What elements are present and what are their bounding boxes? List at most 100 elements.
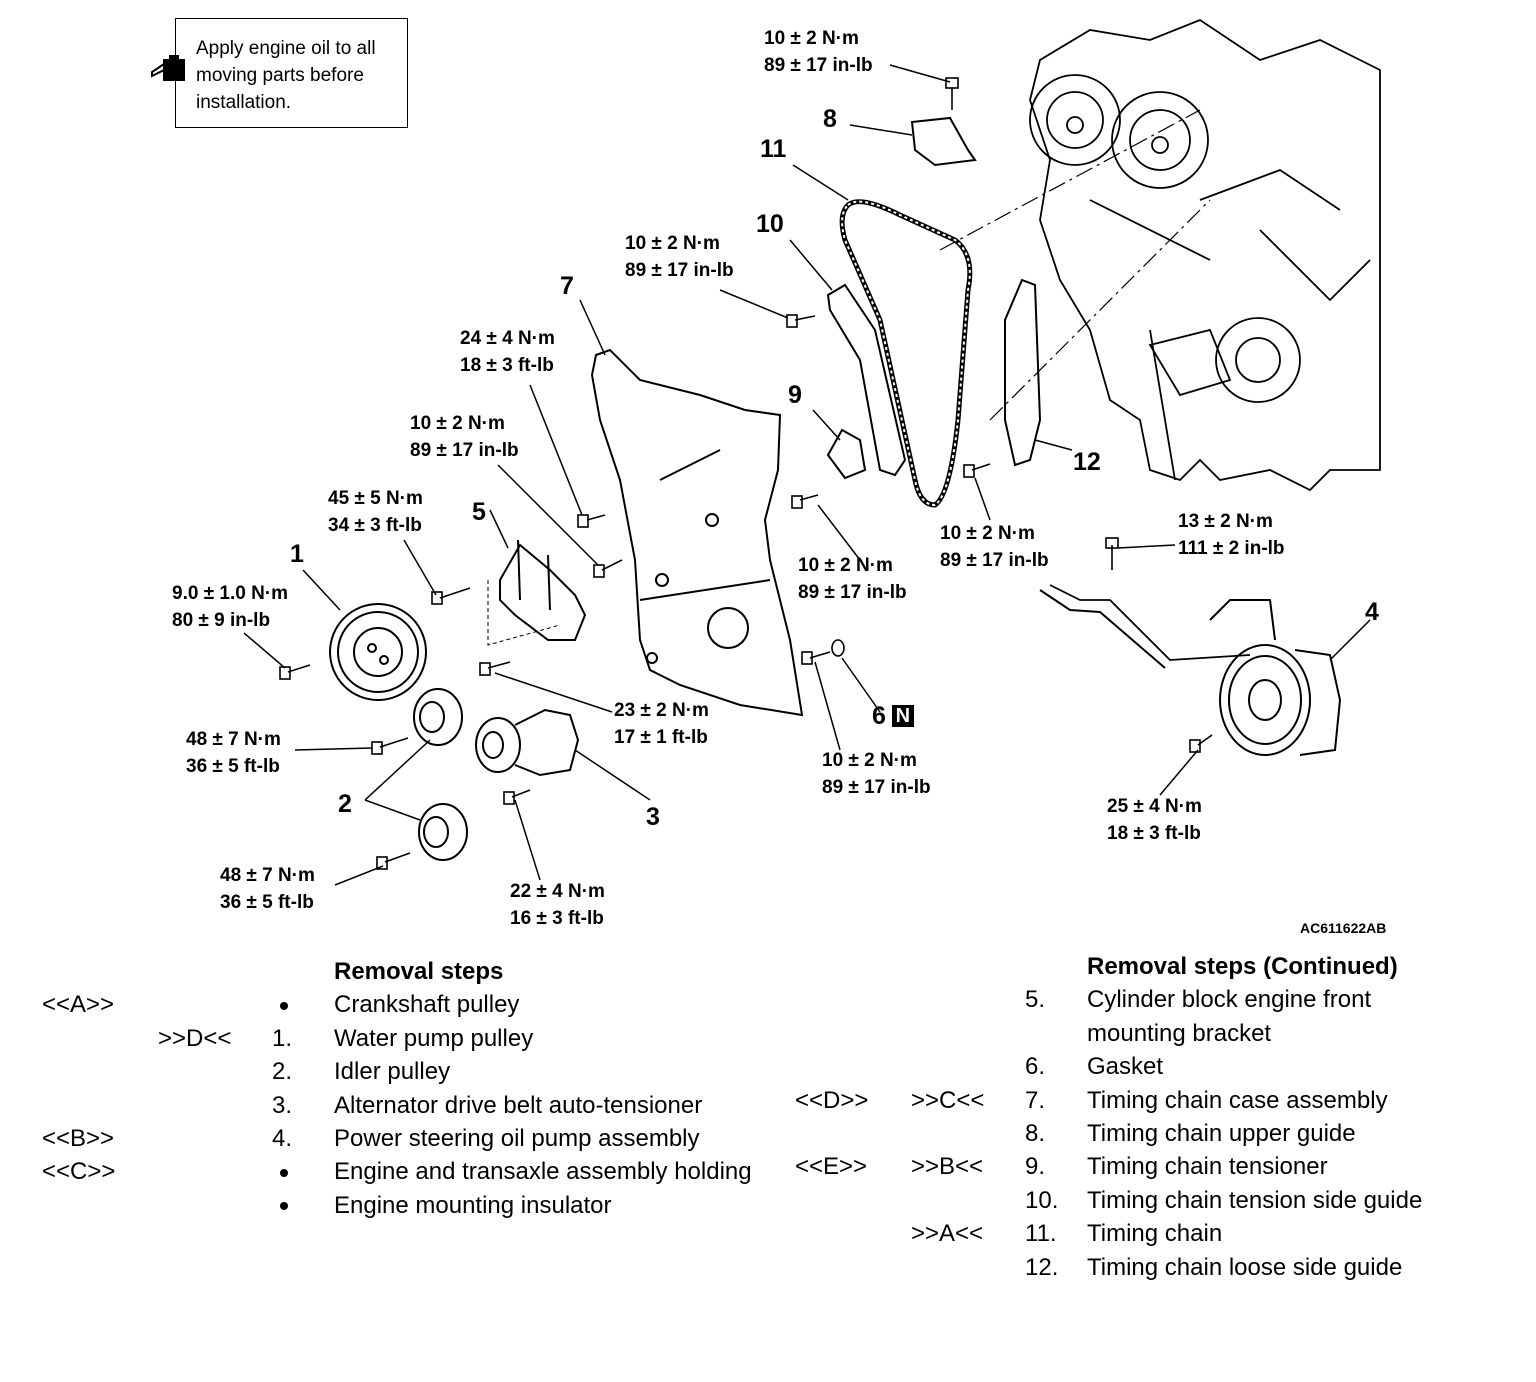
torque-metric-value: 25 ± 4 N·m bbox=[1107, 796, 1202, 817]
step-number: 4. bbox=[272, 1125, 293, 1152]
torque-imperial-value: 89 ± 17 in-lb bbox=[410, 440, 519, 461]
idler-pulley-lower bbox=[418, 803, 468, 861]
torque-imperial-value: 17 ± 1 ft-lb bbox=[614, 727, 708, 748]
torque-imperial-value: 89 ± 17 in-lb bbox=[625, 260, 734, 281]
part-number-1: 1 bbox=[290, 540, 304, 568]
step-ref-code: <<D>> bbox=[795, 1086, 869, 1114]
step-ref-code: <<B>> bbox=[42, 1125, 115, 1152]
torque-imperial-value: 36 ± 5 ft-lb bbox=[186, 756, 280, 777]
chain-tensioner bbox=[826, 428, 867, 480]
step-ref-code: <<C>> bbox=[42, 1158, 116, 1186]
step-number: 9. bbox=[1025, 1153, 1046, 1181]
bullet-icon bbox=[280, 1202, 288, 1211]
torque-bracket-lower-bolt: 23 ± 2 N·m 17 ± 1 ft-lb bbox=[614, 697, 709, 751]
torque-imperial-value: 89 ± 17 in-lb bbox=[764, 55, 873, 76]
step-number: 2. bbox=[272, 1058, 293, 1086]
removal-steps-left: Removal steps <<A>> Crankshaft pulley >>D<… bbox=[42, 955, 782, 1255]
torque-metric-value: 10 ± 2 N·m bbox=[798, 555, 893, 576]
step-ref-code: <<A>> bbox=[42, 991, 115, 1019]
torque-imperial-value: 18 ± 3 ft-lb bbox=[460, 355, 554, 376]
torque-imperial-value: 18 ± 3 ft-lb bbox=[1107, 823, 1201, 844]
torque-metric-value: 9.0 ± 1.0 N·m bbox=[172, 583, 289, 604]
part-number-8: 8 bbox=[823, 105, 837, 133]
torque-imperial-value: 36 ± 5 ft-lb bbox=[220, 892, 314, 913]
torque-metric-value: 48 ± 7 N·m bbox=[186, 729, 281, 750]
step-text: Gasket bbox=[1087, 1053, 1164, 1081]
bullet-icon bbox=[280, 1002, 288, 1011]
part-number-2: 2 bbox=[338, 790, 352, 818]
torque-idler-upper-bolt: 48 ± 7 N·m 36 ± 5 ft-lb bbox=[186, 726, 281, 780]
step-number: 8. bbox=[1025, 1120, 1046, 1147]
step-text: Alternator drive belt auto-tensioner bbox=[334, 1091, 703, 1119]
step-number: 3. bbox=[272, 1091, 293, 1119]
step-number: 12. bbox=[1025, 1253, 1059, 1281]
step-number: 1. bbox=[272, 1024, 293, 1052]
loose-side-guide bbox=[1004, 278, 1042, 467]
step-number: 7. bbox=[1025, 1086, 1046, 1114]
step-text: Water pump pulley bbox=[334, 1024, 534, 1052]
torque-auto-tensioner-bolt: 22 ± 4 N·m 16 ± 3 ft-lb bbox=[510, 878, 605, 932]
auto-tensioner bbox=[475, 708, 580, 777]
engine-block bbox=[1029, 18, 1381, 492]
exploded-view-drawing bbox=[151, 18, 1381, 886]
part-number-7: 7 bbox=[560, 272, 574, 300]
torque-metric-value: 13 ± 2 N·m bbox=[1178, 511, 1273, 532]
step-text: Engine mounting insulator bbox=[334, 1191, 612, 1219]
oil-note-text: Apply engine oil to all moving parts bef… bbox=[196, 38, 376, 113]
oil-note-box: Apply engine oil to all moving parts bef… bbox=[175, 18, 408, 128]
step-text: Idler pulley bbox=[334, 1058, 451, 1086]
part-number-4: 4 bbox=[1365, 598, 1379, 626]
step-number: 5. bbox=[1025, 986, 1046, 1014]
part-number-9: 9 bbox=[788, 381, 802, 409]
torque-metric-value: 45 ± 5 N·m bbox=[328, 488, 423, 509]
torque-metric-value: 22 ± 4 N·m bbox=[510, 881, 605, 902]
step-bullet bbox=[280, 1155, 288, 1188]
removal-steps-right: Removal steps (Continued) 5.Cylinder blo… bbox=[795, 950, 1495, 1290]
figure-code: AC611622AB bbox=[1300, 920, 1387, 936]
torque-metric-value: 48 ± 7 N·m bbox=[220, 865, 315, 886]
torque-case-bolt: 10 ± 2 N·m 89 ± 17 in-lb bbox=[410, 410, 519, 464]
step-text: Timing chain loose side guide bbox=[1087, 1253, 1403, 1281]
timing-chain-case bbox=[590, 348, 804, 717]
step-install-code: >>D<< bbox=[158, 1024, 232, 1052]
mounting-bracket bbox=[499, 543, 587, 641]
idler-pulley-upper bbox=[413, 688, 463, 746]
torque-case-upper-bolt: 24 ± 4 N·m 18 ± 3 ft-lb bbox=[460, 325, 555, 379]
step-bullet bbox=[280, 988, 288, 1021]
leader-lines bbox=[243, 64, 1371, 886]
power-steering-pump bbox=[1039, 584, 1342, 756]
part-number-3: 3 bbox=[646, 803, 660, 831]
step-number: 6. bbox=[1025, 1053, 1046, 1081]
step-text: Timing chain tension side guide bbox=[1087, 1186, 1423, 1214]
bolts bbox=[279, 77, 1213, 870]
step-install-code: >>B<< bbox=[911, 1153, 984, 1181]
part-number-11: 11 bbox=[760, 135, 787, 163]
removal-steps-heading: Removal steps bbox=[334, 958, 504, 985]
part-number-6-label: 6 bbox=[872, 702, 886, 730]
torque-metric-value: 23 ± 2 N·m bbox=[614, 700, 709, 721]
step-number: 11. bbox=[1025, 1220, 1057, 1248]
torque-metric-value: 10 ± 2 N·m bbox=[822, 750, 917, 771]
torque-imperial-value: 89 ± 17 in-lb bbox=[822, 777, 931, 798]
timing-chain bbox=[839, 199, 973, 508]
step-install-code: >>A<< bbox=[911, 1220, 984, 1248]
torque-metric-value: 24 ± 4 N·m bbox=[460, 328, 555, 349]
torque-imperial-value: 16 ± 3 ft-lb bbox=[510, 908, 604, 929]
step-text: Crankshaft pulley bbox=[334, 991, 520, 1019]
tension-side-guide bbox=[826, 283, 907, 477]
torque-metric-value: 10 ± 2 N·m bbox=[410, 413, 505, 434]
step-text: Cylinder block engine front mounting bra… bbox=[1087, 986, 1372, 1047]
step-ref-code: <<E>> bbox=[795, 1153, 868, 1181]
part-number-12: 12 bbox=[1073, 448, 1101, 476]
torque-case-lower-bolt: 10 ± 2 N·m 89 ± 17 in-lb bbox=[822, 747, 931, 801]
torque-metric-value: 10 ± 2 N·m bbox=[940, 523, 1035, 544]
part-number-10: 10 bbox=[756, 210, 784, 238]
oil-can-icon bbox=[151, 55, 185, 81]
